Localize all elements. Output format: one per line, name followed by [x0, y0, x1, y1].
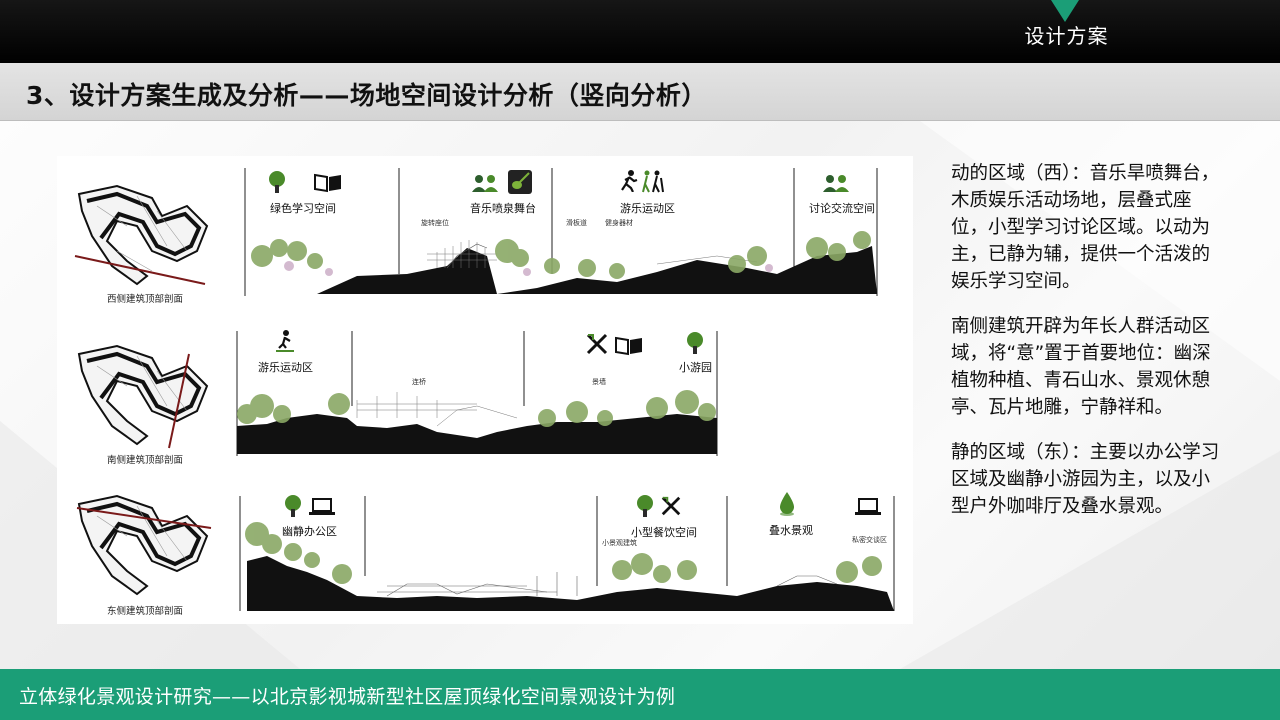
- cutlery-icon: [661, 496, 681, 516]
- zone-label: 游乐运动区: [620, 202, 675, 215]
- tree-icon: [687, 332, 703, 354]
- annotation-label: 旋转座位: [421, 219, 449, 227]
- annotation-label: 健身器材: [605, 219, 633, 227]
- plan-thumbnail-south: [77, 344, 209, 449]
- water-drop-icon: [780, 492, 794, 516]
- people-icon: [472, 175, 498, 192]
- zone-label: 幽静办公区: [282, 525, 337, 538]
- section-label: 设计方案: [1024, 24, 1109, 48]
- plan-thumbnail-east: [76, 494, 212, 596]
- laptop-icon: [855, 498, 881, 515]
- zone-label: 音乐喷泉舞台: [470, 202, 536, 215]
- description-panel: 动的区域（西）：音乐旱喷舞台，木质娱乐活动场地，层叠式座位，小型学习讨论区域。以…: [951, 160, 1226, 538]
- hikers-icon: [642, 170, 664, 193]
- runner-icon: [621, 170, 638, 192]
- annotation-label: 连桥: [412, 378, 426, 386]
- people-icon: [823, 175, 849, 192]
- page-title: 3、设计方案生成及分析——场地空间设计分析（竖向分析）: [26, 81, 707, 110]
- top-header-bar: 设计方案: [0, 0, 1280, 63]
- footer-title: 立体绿化景观设计研究——以北京影视城新型社区屋顶绿化空间景观设计为例: [19, 686, 676, 708]
- section-marker-triangle-icon: [1051, 0, 1079, 22]
- cutlery-icon: [586, 333, 608, 355]
- plan-caption: 南侧建筑顶部剖面: [107, 455, 184, 466]
- annotation-label: 小景观建筑: [602, 539, 637, 547]
- plan-caption: 东侧建筑顶部剖面: [107, 606, 184, 617]
- zone-label: 讨论交流空间: [809, 202, 875, 215]
- guitar-icon: [508, 170, 532, 194]
- zone-label: 绿色学习空间: [270, 202, 336, 215]
- annotation-label: 滑板道: [566, 219, 587, 227]
- figure-drawing: [74, 168, 895, 611]
- description-paragraph-east: 静的区域（东）：主要以办公学习区域及幽静小游园为主，以及小型户外咖啡厅及叠水景观…: [951, 442, 1220, 517]
- title-bar: 3、设计方案生成及分析——场地空间设计分析（竖向分析）: [0, 63, 1280, 121]
- zone-label: 叠水景观: [769, 524, 813, 537]
- skateboarder-icon: [276, 330, 294, 352]
- annotation-label: 私密交谈区: [852, 536, 887, 544]
- tree-icon: [285, 495, 301, 517]
- laptop-icon: [309, 498, 335, 515]
- book-icon: [615, 336, 642, 356]
- footer-bar: 立体绿化景观设计研究——以北京影视城新型社区屋顶绿化空间景观设计为例: [0, 669, 1280, 720]
- tree-icon: [637, 495, 653, 517]
- description-paragraph-west: 动的区域（西）：音乐旱喷舞台，木质娱乐活动场地，层叠式座位，小型学习讨论区域。以…: [951, 163, 1220, 292]
- annotation-label: 景墙: [592, 378, 606, 386]
- plan-caption: 西侧建筑顶部剖面: [107, 294, 184, 305]
- plan-thumbnail-west: [74, 184, 209, 286]
- section-analysis-figure: 绿色学习空间 音乐喷泉舞台 游乐运动区 讨论交流空间 旋转座位 滑板道 健身器材…: [57, 156, 913, 624]
- description-paragraph-south: 南侧建筑开辟为年长人群活动区域，将“意”置于首要地位：幽深植物种植、青石山水、景…: [951, 316, 1211, 418]
- book-icon: [314, 173, 341, 193]
- zone-label: 游乐运动区: [258, 361, 313, 374]
- tree-icon: [269, 171, 285, 193]
- zone-label: 小游园: [679, 361, 712, 374]
- zone-label: 小型餐饮空间: [631, 526, 697, 539]
